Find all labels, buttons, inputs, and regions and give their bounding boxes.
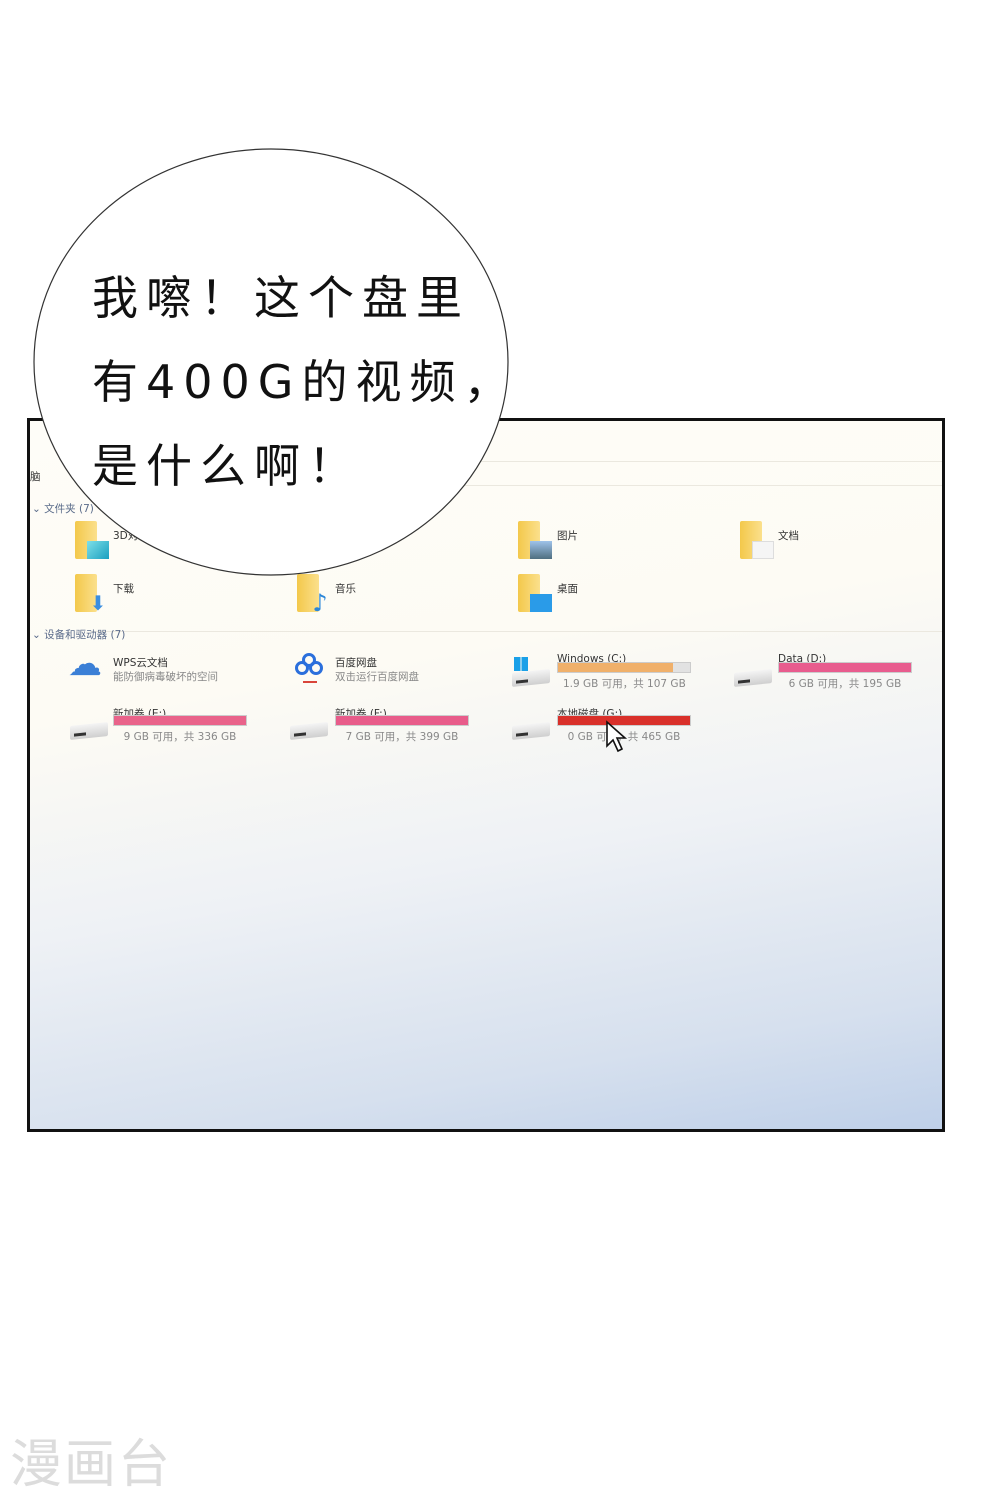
- mouse-cursor-icon: [606, 720, 628, 753]
- app-name: WPS云文档: [113, 657, 168, 669]
- drive-size: 7 GB 可用，共 399 GB: [345, 731, 459, 743]
- baidu-netdisk-icon: [293, 651, 325, 685]
- chevron-down-icon: ⌄: [32, 629, 45, 641]
- folder-label: 桌面: [557, 583, 578, 595]
- drive-usage-bar: [557, 662, 691, 673]
- folders-section-header[interactable]: ⌄ 文件夹 (7): [32, 503, 94, 515]
- downloads-folder-icon: ⬇: [75, 574, 109, 614]
- drive-usage-bar: [557, 715, 691, 726]
- drive-icon: [290, 722, 328, 740]
- folder-label: 文档: [778, 530, 799, 542]
- drive-usage-bar: [113, 715, 247, 726]
- divider: [90, 485, 942, 486]
- drive-size: 1.9 GB 可用，共 107 GB: [563, 678, 686, 690]
- drive-icon: [734, 669, 772, 687]
- speech-line: 我嚓！这个盘里: [92, 271, 470, 325]
- drive-usage-bar: [778, 662, 912, 673]
- app-desc: 能防御病毒破坏的空间: [113, 671, 218, 683]
- folder-label: 音乐: [335, 583, 356, 595]
- breadcrumb: 脑: [30, 471, 41, 483]
- drive-size: 9 GB 可用，共 336 GB: [123, 731, 237, 743]
- drive-size: 6 GB 可用，共 195 GB: [788, 678, 902, 690]
- divider: [90, 631, 942, 632]
- watermark-logo: 漫画台: [10, 1435, 173, 1495]
- divider: [90, 461, 942, 462]
- drive-icon: [70, 722, 108, 740]
- devices-section-header[interactable]: ⌄ 设备和驱动器 (7): [32, 629, 126, 641]
- app-name: 百度网盘: [335, 657, 377, 669]
- drive-icon: [512, 722, 550, 740]
- speech-line: 是什么啊！: [92, 439, 362, 493]
- chevron-down-icon: ⌄: [32, 503, 45, 515]
- pictures-folder-icon: [518, 521, 552, 561]
- folder-label: 图片: [557, 530, 578, 542]
- windows-logo-icon: [514, 657, 528, 671]
- windows-drive-icon: [512, 669, 550, 687]
- wps-cloud-icon: ☁: [68, 644, 102, 684]
- app-desc: 双击运行百度网盘: [335, 671, 419, 683]
- 3d-objects-folder-icon: [75, 521, 109, 561]
- documents-folder-icon: [740, 521, 774, 561]
- folder-label: 下载: [113, 583, 134, 595]
- drive-usage-bar: [335, 715, 469, 726]
- desktop-folder-icon: [518, 574, 552, 614]
- speech-line: 有400G的视频，: [92, 355, 518, 409]
- music-folder-icon: ♪: [297, 574, 331, 615]
- speech-bubble: [33, 148, 509, 576]
